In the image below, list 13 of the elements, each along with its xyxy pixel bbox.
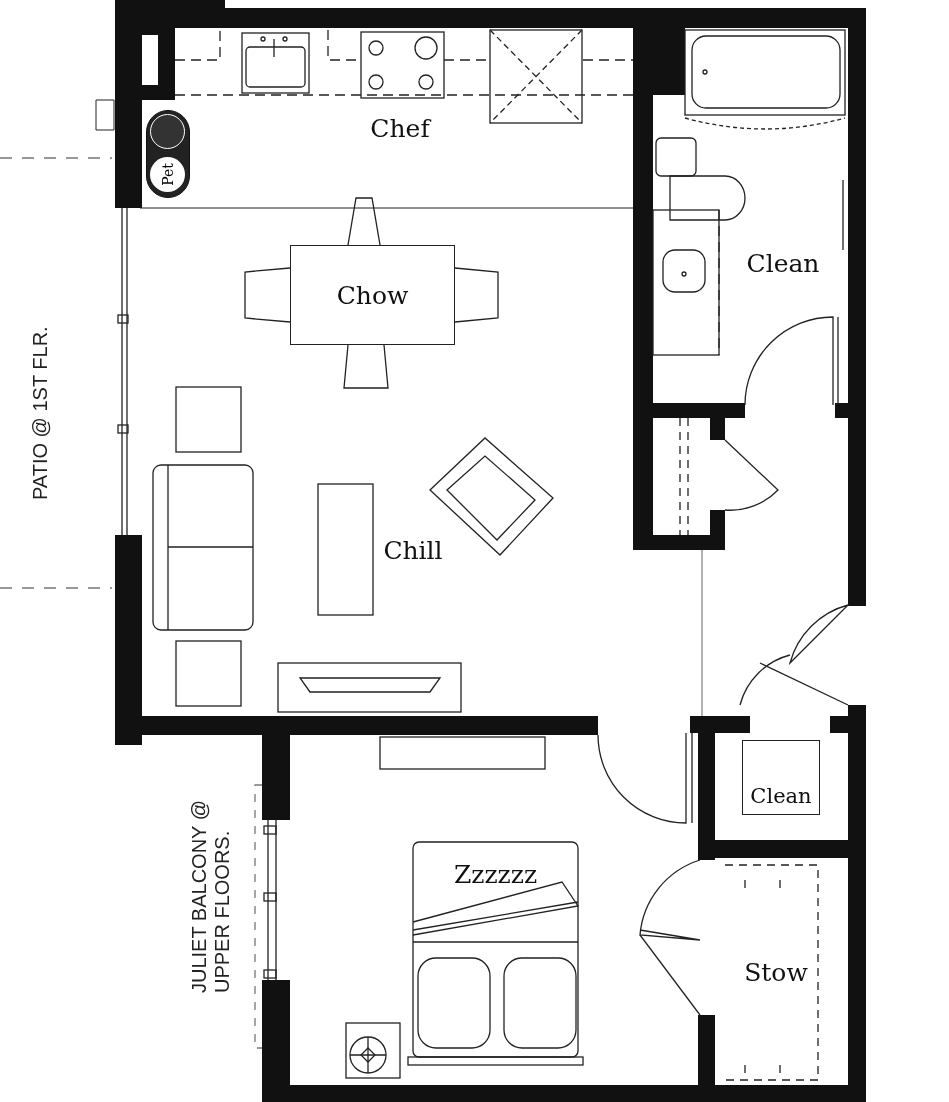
room-label: Zzzzzz [453,860,538,889]
pet-bowl [146,110,190,198]
room-label: Pet [158,162,177,188]
dining-table [290,245,455,345]
room-label: Chow [336,280,409,310]
room-label: Clean [750,784,812,808]
room-label: Stow [744,957,808,987]
note-text: JULIET BALCONY @ UPPER FLOORS. [188,799,234,993]
room-label: Chef [370,113,430,143]
washer-dryer [742,740,820,815]
note-text: PATIO @ 1ST FLR. [28,325,52,500]
room-label: Clean [746,248,820,278]
room-label: Chill [383,535,443,565]
